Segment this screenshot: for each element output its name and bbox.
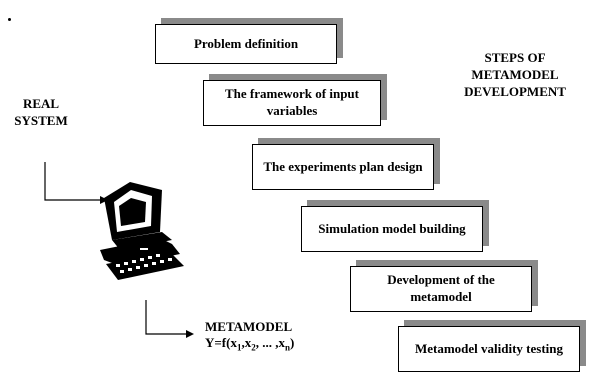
step-label: Simulation model building	[318, 220, 466, 236]
formula-lhs: Y=f(x	[205, 335, 237, 350]
stray-dot	[8, 18, 11, 21]
step-input-variables: The framework of input variables	[203, 80, 381, 126]
step-label: Problem definition	[193, 35, 299, 51]
arrow-head-computer	[100, 196, 108, 204]
formula-sep: ,x	[241, 335, 252, 350]
step-metamodel-development: Development of the metamodel	[350, 266, 532, 312]
formula-sub-2: 2	[251, 342, 256, 353]
arrow-to-computer	[44, 162, 100, 201]
arrow-to-metamodel	[145, 300, 186, 335]
step-label: The experiments plan design	[263, 158, 423, 174]
metamodel-formula: Y=f(x1,x2, ... ,xn)	[205, 335, 294, 353]
formula-mid: , ... ,x	[255, 335, 285, 350]
step-label: The framework of input variables	[225, 86, 359, 118]
step-experiments-plan: The experiments plan design	[252, 144, 434, 190]
metamodel-label: METAMODEL	[205, 319, 293, 334]
step-validity-testing: Metamodel validity testing	[398, 326, 580, 372]
computer-icon	[100, 182, 184, 280]
diagram-title: STEPS OF METAMODEL DEVELOPMENT	[464, 50, 566, 99]
real-system-label: REAL SYSTEM	[14, 96, 68, 128]
step-label: Development of the metamodel	[387, 272, 495, 304]
formula-sub-1: 1	[236, 342, 242, 353]
step-label: Metamodel validity testing	[414, 340, 564, 356]
arrow-head-metamodel	[186, 330, 194, 338]
formula-end: )	[289, 335, 295, 350]
step-simulation-model: Simulation model building	[301, 206, 483, 252]
formula-sub-n: n	[284, 342, 290, 353]
step-problem-definition: Problem definition	[155, 24, 337, 64]
